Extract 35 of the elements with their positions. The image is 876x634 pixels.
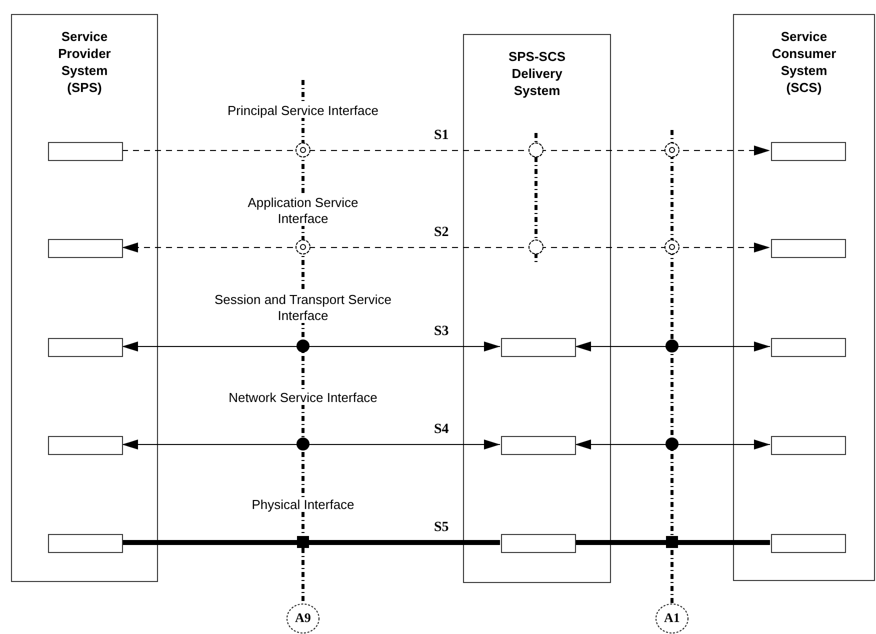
connector-arrow bbox=[574, 342, 770, 352]
component-box bbox=[771, 239, 846, 258]
component-box bbox=[48, 142, 123, 161]
connector-arrow bbox=[122, 242, 770, 252]
interface-label: Physical Interface bbox=[250, 497, 356, 513]
component-box bbox=[501, 534, 576, 553]
reference-line bbox=[670, 130, 674, 603]
component-box bbox=[501, 338, 576, 357]
system-box bbox=[463, 34, 611, 583]
system-title: SPS-SCS Delivery System bbox=[507, 48, 567, 99]
system-box bbox=[11, 14, 158, 582]
component-box bbox=[48, 239, 123, 258]
connector-arrow bbox=[574, 440, 770, 450]
interface-label: Session and Transport Service Interface bbox=[213, 292, 393, 324]
component-box bbox=[48, 338, 123, 357]
system-box bbox=[733, 14, 875, 581]
reference-label: A9 bbox=[294, 610, 312, 626]
component-box bbox=[48, 436, 123, 455]
interface-label: Network Service Interface bbox=[228, 390, 378, 406]
interface-label: Principal Service Interface bbox=[226, 103, 380, 119]
connector-arrow bbox=[122, 440, 500, 450]
reference-label: A1 bbox=[663, 610, 681, 626]
component-box bbox=[48, 534, 123, 553]
system-title: Service Provider System (SPS) bbox=[57, 28, 112, 96]
system-title: Service Consumer System (SCS) bbox=[770, 28, 838, 96]
component-box bbox=[771, 436, 846, 455]
component-box bbox=[771, 338, 846, 357]
connector-arrow bbox=[122, 146, 770, 156]
interface-label: Application Service Interface bbox=[246, 195, 360, 227]
reference-circle bbox=[286, 603, 320, 634]
component-box bbox=[771, 534, 846, 553]
component-box bbox=[501, 436, 576, 455]
component-box bbox=[771, 142, 846, 161]
connector-arrow bbox=[122, 342, 500, 352]
reference-circle bbox=[655, 603, 689, 634]
